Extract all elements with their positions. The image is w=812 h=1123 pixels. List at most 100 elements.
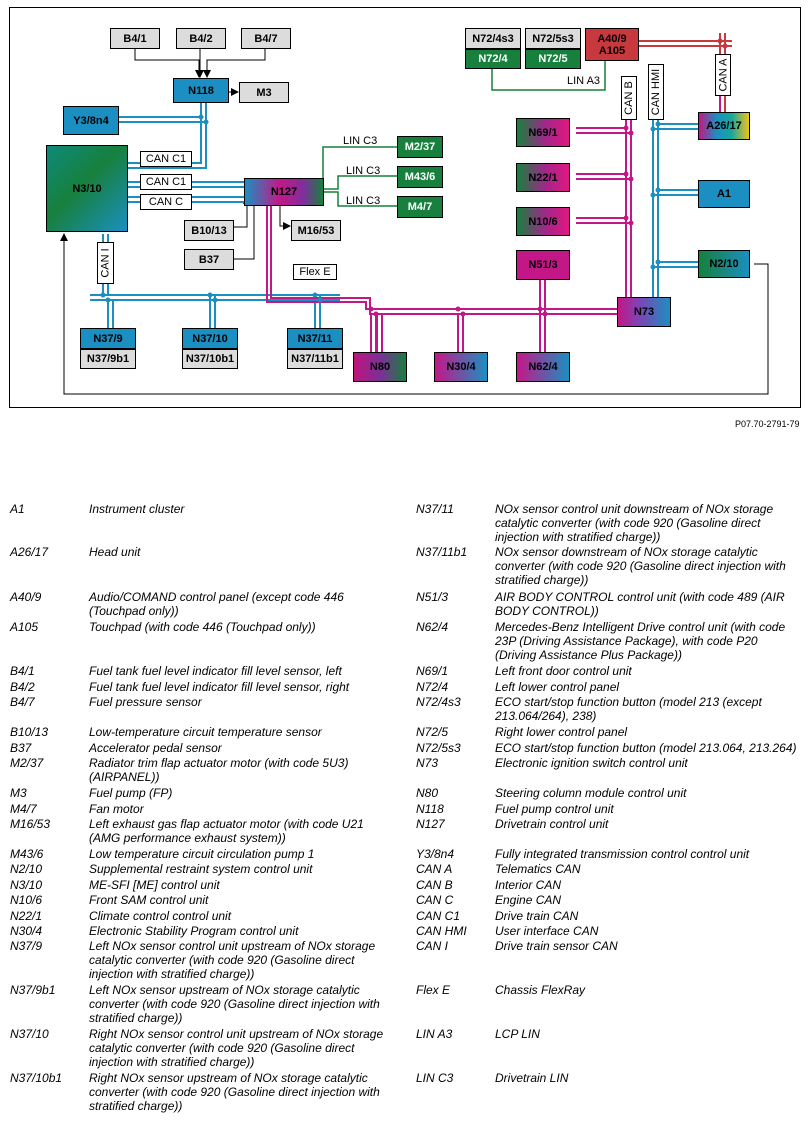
legend-code: N3/10: [10, 878, 43, 892]
module-n118: N118: [173, 78, 229, 103]
legend-description-line: NOx sensor downstream of NOx storage cat…: [495, 545, 758, 559]
legend-code: B4/2: [10, 680, 35, 694]
legend-description-line: Left lower control panel: [495, 680, 620, 694]
legend-code: N80: [416, 786, 439, 800]
legend-code: N72/4s3: [416, 695, 461, 709]
module-n73: N73: [617, 297, 671, 327]
bus-label-can-b: CAN B: [621, 76, 637, 120]
legend-code: N69/1: [416, 664, 449, 678]
legend-description: AIR BODY CONTROL control unit (with code…: [495, 590, 785, 618]
legend-description-line: converter (with code 920 (Gasoline direc…: [495, 559, 786, 573]
legend-description-line: Touchpad (with code 446 (Touchpad only)): [89, 620, 316, 634]
legend-description-line: LCP LIN: [495, 1027, 540, 1041]
legend-description: Fuel tank fuel level indicator fill leve…: [89, 664, 342, 678]
legend-code: N127: [416, 817, 445, 831]
bus-label-flex-e: Flex E: [293, 264, 337, 280]
legend-description-line: injection with stratified charge)): [89, 967, 255, 981]
can-bus-lines: [90, 102, 698, 330]
bus-label-lin-c3: LIN C3: [346, 195, 381, 207]
legend-description: Electronic ignition switch control unit: [495, 756, 688, 770]
legend-description: Mercedes-Benz Intelligent Drive control …: [495, 620, 785, 662]
legend-description: Front SAM control unit: [89, 893, 208, 907]
legend-description-line: Accelerator pedal sensor: [89, 741, 222, 755]
legend-description-line: converter (with code 920 (Gasoline direc…: [89, 1085, 380, 1099]
network-topology-diagram: B4/1 B4/2 B4/7 N118 M3 Y3/8n4 N3/10 CAN …: [9, 7, 801, 408]
legend-description: Right NOx sensor upstream of NOx storage…: [89, 1071, 380, 1113]
legend-description: ECO start/stop function button (model 21…: [495, 741, 797, 755]
legend-description-line: Fuel pump (FP): [89, 786, 173, 800]
module-m4-7: M4/7: [397, 196, 443, 218]
legend-description: Left NOx sensor upstream of NOx storage …: [89, 983, 380, 1025]
legend-code: N118: [416, 802, 444, 816]
legend-description: Left exhaust gas flap actuator motor (wi…: [89, 817, 364, 845]
legend-code: N10/6: [10, 893, 43, 907]
module-n2-10: N2/10: [698, 250, 750, 278]
legend-code: CAN C1: [416, 909, 461, 923]
module-b4-1: B4/1: [110, 28, 160, 49]
legend-description-line: 213.064/264), 238): [495, 709, 597, 723]
legend-description: Fuel pump (FP): [89, 786, 172, 800]
module-m43-6: M43/6: [397, 166, 443, 188]
module-n80: N80: [353, 352, 407, 382]
module-n51-3: N51/3: [516, 250, 570, 280]
bus-label-can-hmi: CAN HMI: [648, 64, 664, 120]
legend-description-line: User interface CAN: [495, 924, 599, 938]
legend-description-line: Low-temperature circuit temperature sens…: [89, 725, 322, 739]
legend-code: A1: [10, 502, 25, 516]
legend-code: B4/7: [10, 695, 35, 709]
legend-code: LIN C3: [416, 1071, 454, 1085]
legend-description-line: Instrument cluster: [89, 502, 185, 516]
legend-description-line: Fuel tank fuel level indicator fill leve…: [89, 664, 342, 678]
legend-description: Right NOx sensor control unit upstream o…: [89, 1027, 383, 1069]
legend-description-line: Drive train CAN: [495, 909, 579, 923]
legend-description-line: Electronic Stability Program control uni…: [89, 924, 299, 938]
legend-description-line: Engine CAN: [495, 893, 562, 907]
bus-label-can-i: CAN I: [97, 242, 114, 284]
legend-code: CAN C: [416, 893, 454, 907]
module-a1: A1: [698, 180, 750, 208]
module-n72-4s3: N72/4s3: [465, 28, 521, 49]
signal-wires: [60, 49, 769, 395]
legend-description-line: ECO start/stop function button (model 21…: [495, 741, 797, 755]
legend-code: N2/10: [10, 862, 43, 876]
legend-code: CAN A: [416, 862, 453, 876]
legend-description-line: Low temperature circuit circulation pump…: [89, 847, 315, 861]
legend-description: Drive train CAN: [495, 909, 578, 923]
module-n10-6: N10/6: [516, 207, 570, 236]
bus-label-can-c1: CAN C1: [140, 151, 192, 167]
legend-code: B4/1: [10, 664, 35, 678]
module-n72-5: N72/5: [525, 49, 581, 69]
module-a26-17: A26/17: [698, 112, 750, 140]
legend-code: Y3/8n4: [416, 847, 455, 861]
legend-code: M43/6: [10, 847, 44, 861]
module-m16-53: M16/53: [291, 220, 341, 241]
legend-description-line: stratified charge)): [495, 573, 589, 587]
legend-code: Flex E: [416, 983, 451, 997]
legend-description-line: Right NOx sensor control unit upstream o…: [89, 1027, 384, 1041]
legend-code: N37/10b1: [10, 1071, 63, 1085]
module-n69-1: N69/1: [516, 118, 570, 147]
legend-description: Left lower control panel: [495, 680, 619, 694]
legend-description-line: Audio/COMAND control panel (except code …: [89, 590, 344, 604]
legend-description-line: ME-SFI [ME] control unit: [89, 878, 220, 892]
figure-code: P07.70-2791-79: [735, 419, 800, 429]
legend-description-line: Right lower control panel: [495, 725, 628, 739]
module-y3-8n4: Y3/8n4: [63, 106, 119, 135]
legend-description-line: (AIRPANEL)): [89, 770, 160, 784]
legend-code: N72/5: [416, 725, 449, 739]
legend-description-line: ECO start/stop function button (model 21…: [495, 695, 762, 709]
legend-description-line: stratified charge)): [89, 1099, 183, 1113]
legend-description: Interior CAN: [495, 878, 561, 892]
legend-description-line: (Touchpad only)): [89, 604, 179, 618]
legend-code: A26/17: [10, 545, 49, 559]
legend-code: B37: [10, 741, 32, 755]
legend-description: NOx sensor downstream of NOx storage cat…: [495, 545, 786, 587]
legend-description: ME-SFI [ME] control unit: [89, 878, 220, 892]
legend-description-line: Climate control control unit: [89, 909, 232, 923]
legend-description-line: Drivetrain control unit: [495, 817, 609, 831]
legend-description-line: stratified charge)): [89, 1011, 183, 1025]
legend-description: Radiator trim flap actuator motor (with …: [89, 756, 348, 784]
legend-description: Low temperature circuit circulation pump…: [89, 847, 314, 861]
